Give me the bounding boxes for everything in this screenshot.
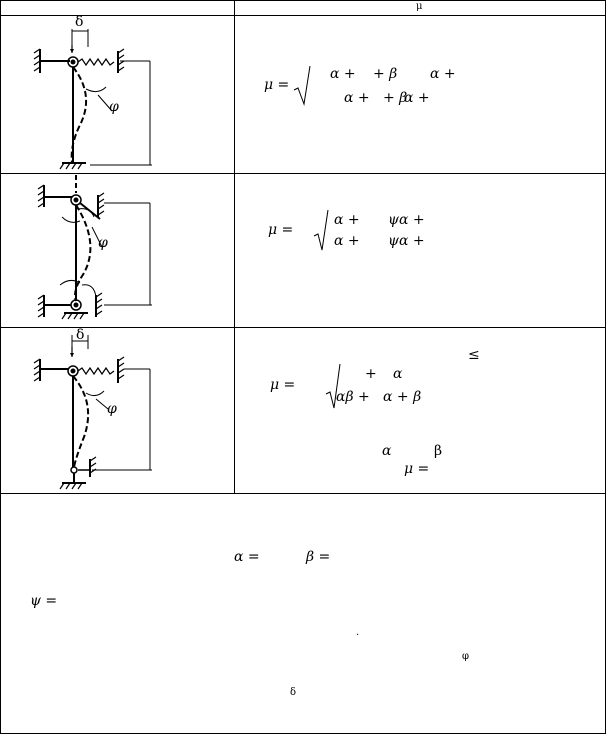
header-mu: μ [416,1,423,12]
row3-num-b: α [393,366,403,382]
row1-num-a: α + [330,66,356,82]
row-separator [0,493,606,494]
row3-den-a: αβ + [336,389,370,405]
table-border-left [0,0,1,734]
row1-column-diagram [33,29,152,170]
row1-num-c: α + [430,66,456,82]
row2-sqrt-sign [313,209,329,251]
table-border-bottom [0,733,606,734]
row-separator [0,327,606,328]
row3-den-b: α + β [383,389,422,405]
row2-mu-eq: μ = [268,222,294,238]
row2-den-a: α + [334,233,360,249]
row2-column-diagram [37,175,152,320]
table-border-top [0,0,606,1]
row-separator [0,15,606,16]
row2-phi-label: φ [98,235,108,251]
row1-num-b: + β [373,66,398,82]
row3-alpha: α [382,443,392,459]
table-border-right [605,0,606,734]
note-dot: . [356,627,360,638]
note-alpha-eq: α = [234,549,260,565]
row3-beta: β [434,443,443,459]
row1-mu-eq: μ = [264,77,290,93]
row3-leq: ≤ [468,347,480,363]
row1-den-b: + β [383,90,408,106]
row-separator [0,173,606,174]
row3-delta-label: δ [76,327,85,343]
column-separator [234,0,235,494]
row1-den-c: α + [404,90,430,106]
row3-mu-eq: μ = [270,377,296,393]
row3-column-diagram [33,335,152,490]
row3-phi-label: φ [107,401,117,417]
row1-sqrt-sign [293,65,311,106]
row1-den-a: α + [344,90,370,106]
row2-num-b: ψα + [388,212,425,228]
row3-num-a: + [365,366,377,382]
row2-den-b: ψα + [388,233,425,249]
row3-mu-eq2: μ = [404,461,430,477]
note-phi: φ [462,651,470,662]
row1-phi-label: φ [109,99,119,115]
note-delta: δ [290,687,297,698]
row2-num-a: α + [334,212,360,228]
note-beta-eq: β = [306,549,331,565]
row3-sqrt-sign [325,363,341,409]
row1-delta-label: δ [75,14,84,30]
note-psi-eq: ψ = [30,593,58,609]
